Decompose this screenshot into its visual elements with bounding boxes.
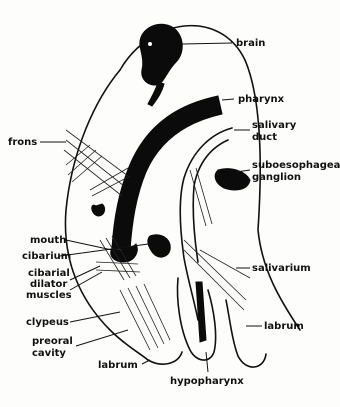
label-suboesophageal-line1: suboesophageal [252,160,340,171]
label-cibarial-line1: cibarial [28,268,70,279]
brain-shape [140,24,182,85]
label-hypopharynx: hypopharynx [170,376,244,387]
label-cibarium: cibarium [22,251,71,262]
label-pharynx: pharynx [238,94,285,105]
label-brain: brain [236,38,265,49]
brain-stalk [148,82,164,106]
label-cibarial-line2: dilator [30,279,67,290]
label-labrum-right: labrum [264,321,304,332]
hypopharynx-duct-dark [196,282,206,342]
label-preoral-line1: preoral [32,336,73,347]
label-labrum-left: labrum [98,360,138,371]
labrum-right-lobe [226,300,266,367]
leader-lines [40,43,262,372]
preoral-cavity-hatch [120,284,170,350]
label-suboesophageal-line2: ganglion [252,172,301,183]
frons-curl [92,204,105,216]
label-salivary-duct-line2: duct [252,132,277,143]
label-preoral-line2: cavity [32,348,66,359]
label-salivarium: salivarium [252,263,311,274]
labrum-left-lobe [148,352,182,364]
label-cibarial-line3: muscles [26,290,72,301]
suboesophageal-ganglion-shape [215,169,250,190]
pharynx-tube [112,96,222,250]
salivary-duct-inner [193,140,228,262]
label-frons: frons [8,137,37,148]
frons-outline [65,70,148,360]
brain-dot [148,42,152,46]
cibarium-shape [148,235,170,257]
label-clypeus: clypeus [26,317,69,328]
label-salivary-duct-line1: salivary [252,120,297,131]
label-mouth: mouth [30,235,66,246]
